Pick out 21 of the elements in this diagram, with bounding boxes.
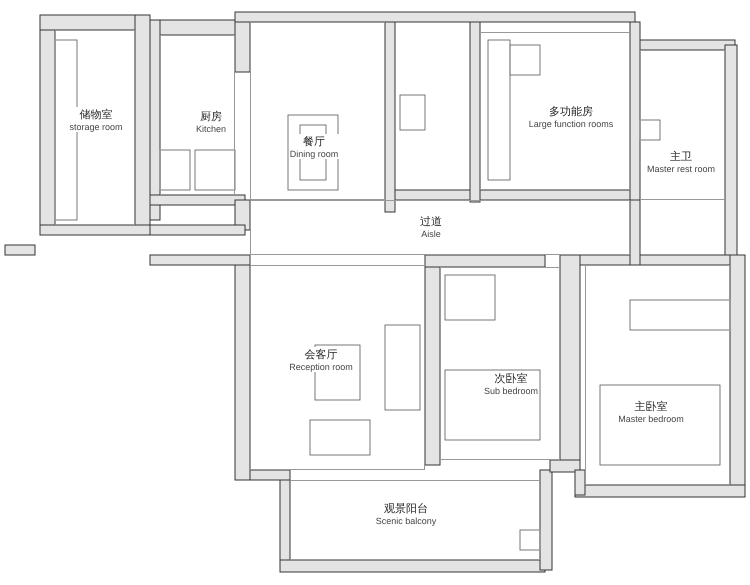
room-name-translation: Kitchen <box>196 124 226 134</box>
room-name-translation: Dining room <box>290 149 338 159</box>
room <box>250 265 425 470</box>
room-name-translation: Reception room <box>289 362 353 372</box>
room <box>290 480 540 560</box>
room-name-translation: Master bedroom <box>618 414 684 424</box>
room-name-translation: Master rest room <box>647 164 715 174</box>
room <box>480 32 630 190</box>
room <box>160 35 235 195</box>
room <box>250 200 630 255</box>
room <box>55 30 135 225</box>
room-name: 过道 <box>420 214 442 229</box>
room-name-translation: Aisle <box>420 229 442 239</box>
room-name-translation: Large function rooms <box>528 119 614 129</box>
room-name-translation: Sub bedroom <box>484 386 538 396</box>
room <box>585 265 730 485</box>
room <box>640 50 725 200</box>
room-name-translation: Scenic balcony <box>376 516 436 526</box>
room-name-translation: storage room <box>69 122 123 132</box>
room <box>250 22 385 200</box>
room <box>440 267 560 460</box>
